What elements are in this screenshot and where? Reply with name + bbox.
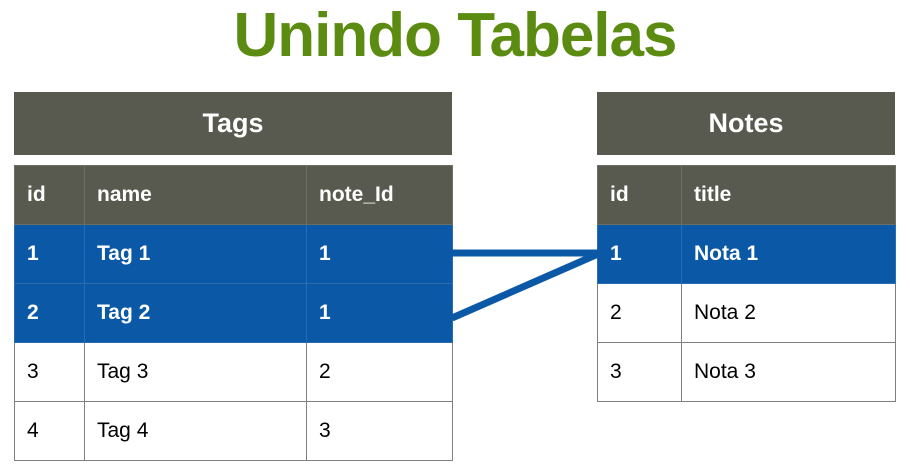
table-row: 1 Tag 1 1 <box>14 224 453 284</box>
tags-cell-id: 2 <box>14 283 85 343</box>
notes-title-gap <box>597 155 895 165</box>
tags-col-header-note-id: note_Id <box>306 165 453 225</box>
tags-cell-id: 4 <box>14 401 85 461</box>
notes-table-title: Notes <box>597 92 895 155</box>
tags-cell-id: 1 <box>14 224 85 284</box>
notes-cell-title: Nota 2 <box>681 283 896 343</box>
notes-header-row: id title <box>597 165 896 225</box>
tags-cell-name: Tag 2 <box>84 283 307 343</box>
notes-table-block: Notes id title 1 Nota 1 2 Nota 2 <box>597 92 896 402</box>
tags-col-header-name: name <box>84 165 307 225</box>
notes-col-header-title: title <box>681 165 896 225</box>
tags-title-gap <box>14 155 452 165</box>
page-title: Unindo Tabelas <box>233 1 677 70</box>
tags-cell-note-id: 1 <box>306 283 453 343</box>
table-row: 3 Tag 3 2 <box>14 342 453 402</box>
tags-cell-name: Tag 1 <box>84 224 307 284</box>
tags-header-row: id name note_Id <box>14 165 453 225</box>
tags-cell-note-id: 1 <box>306 224 453 284</box>
tags-cell-id: 3 <box>14 342 85 402</box>
notes-cell-title: Nota 3 <box>681 342 896 402</box>
table-row: 1 Nota 1 <box>597 224 896 284</box>
notes-table: id title 1 Nota 1 2 Nota 2 3 Nota 3 <box>597 165 896 402</box>
tags-table: id name note_Id 1 Tag 1 1 2 Tag 2 1 3 <box>14 165 453 461</box>
tags-table-block: Tags id name note_Id 1 Tag 1 1 <box>14 92 453 461</box>
table-row: 4 Tag 4 3 <box>14 401 453 461</box>
table-row: 3 Nota 3 <box>597 342 896 402</box>
tags-cell-note-id: 2 <box>306 342 453 402</box>
table-row: 2 Tag 2 1 <box>14 283 453 343</box>
notes-cell-id: 3 <box>597 342 682 402</box>
notes-cell-title: Nota 1 <box>681 224 896 284</box>
tags-cell-name: Tag 3 <box>84 342 307 402</box>
notes-cell-id: 2 <box>597 283 682 343</box>
tags-col-header-id: id <box>14 165 85 225</box>
notes-col-header-id: id <box>597 165 682 225</box>
tags-cell-name: Tag 4 <box>84 401 307 461</box>
connector-line-tag2-nota1 <box>450 250 600 322</box>
tags-cell-note-id: 3 <box>306 401 453 461</box>
notes-cell-id: 1 <box>597 224 682 284</box>
tags-table-title: Tags <box>14 92 452 155</box>
table-row: 2 Nota 2 <box>597 283 896 343</box>
